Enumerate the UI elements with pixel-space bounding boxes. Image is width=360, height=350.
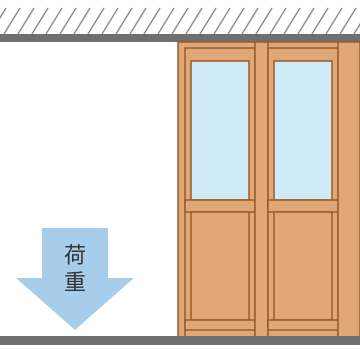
hatch-stroke bbox=[325, 7, 343, 35]
hatch-stroke bbox=[3, 7, 21, 35]
door-leaf-left-mid-rail bbox=[184, 199, 256, 213]
hatch-stroke bbox=[213, 7, 231, 35]
hatch-stroke bbox=[101, 7, 119, 35]
hatch-stroke bbox=[157, 7, 175, 35]
hatch-stroke bbox=[227, 7, 245, 35]
hatch-stroke bbox=[0, 7, 7, 20]
hatch-stroke bbox=[255, 7, 273, 35]
hatch-stroke bbox=[199, 7, 217, 35]
hatch-stroke bbox=[31, 7, 49, 35]
hatch-stroke bbox=[241, 7, 259, 35]
hatch-stroke bbox=[129, 7, 147, 35]
door-leaf-left bbox=[184, 47, 256, 338]
hatch-stroke bbox=[283, 7, 301, 35]
load-arrow-shape bbox=[16, 228, 134, 330]
door-leaf-right-mid-rail bbox=[267, 199, 339, 213]
load-label-char-1: 荷 bbox=[64, 244, 86, 269]
hatch-stroke bbox=[185, 7, 203, 35]
hatch-stroke bbox=[353, 22, 360, 35]
floor-line bbox=[0, 336, 360, 345]
door-leaf-right bbox=[267, 47, 339, 338]
door-leaf-right-glass bbox=[273, 60, 333, 201]
load-label-char-2: 重 bbox=[64, 271, 86, 296]
door-leaf-left-bottom-rail bbox=[184, 319, 256, 331]
hatch-stroke bbox=[45, 7, 63, 35]
hatch-stroke bbox=[17, 7, 35, 35]
door-leaf-right-panel bbox=[273, 211, 333, 321]
hatch-stroke bbox=[339, 7, 357, 35]
hatch-stroke bbox=[269, 7, 287, 35]
frame-right-jamb bbox=[337, 41, 360, 338]
door-leaf-right-bottom-rail bbox=[267, 319, 339, 331]
center-mullion bbox=[254, 41, 269, 338]
ceiling-hatch bbox=[0, 7, 360, 35]
hatch-stroke bbox=[73, 7, 91, 35]
load-arrow: 荷 重 bbox=[16, 228, 134, 330]
hatch-stroke bbox=[115, 7, 133, 35]
hatch-stroke bbox=[59, 7, 77, 35]
hatch-stroke bbox=[143, 7, 161, 35]
door-leaf-left-glass bbox=[190, 60, 250, 201]
hatch-stroke bbox=[311, 7, 329, 35]
ceiling-line bbox=[0, 34, 360, 42]
hatch-stroke bbox=[171, 7, 189, 35]
hatch-stroke bbox=[87, 7, 105, 35]
hatch-stroke bbox=[297, 7, 315, 35]
door-leaf-left-panel bbox=[190, 211, 250, 321]
